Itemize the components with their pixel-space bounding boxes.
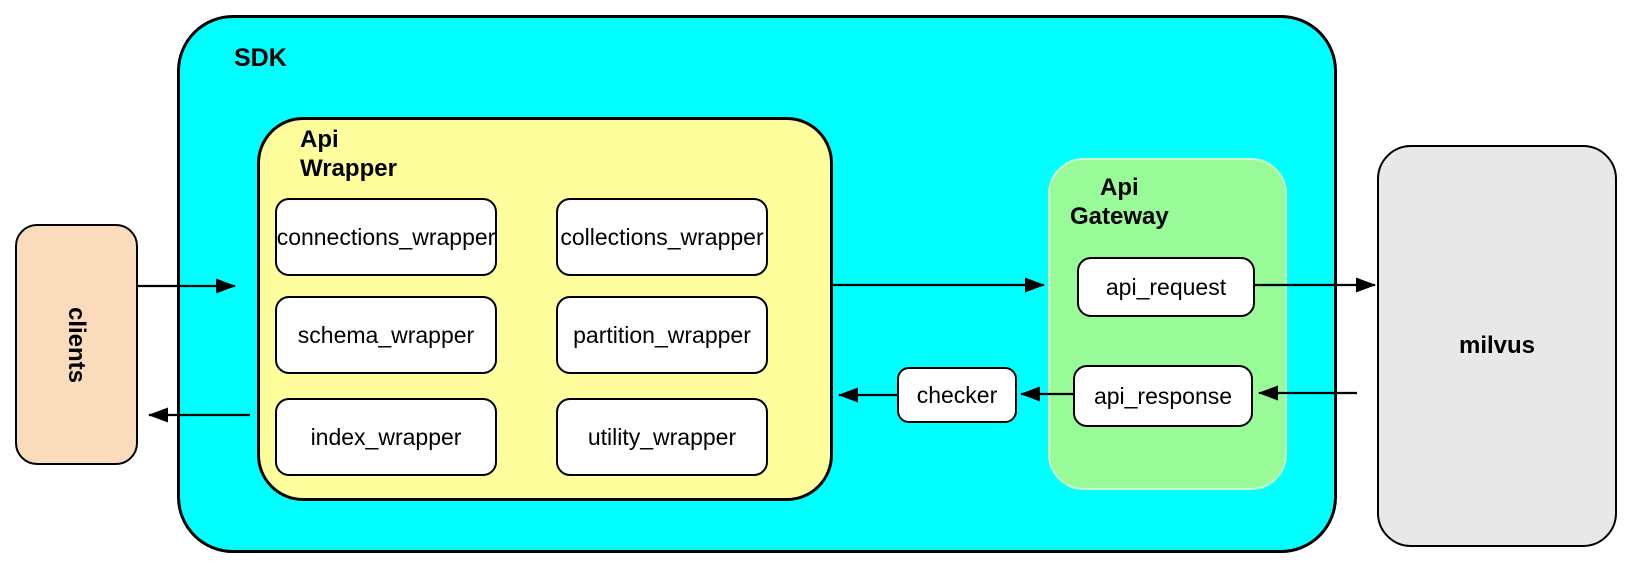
api-response-node: api_response: [1073, 365, 1253, 427]
clients-node: clients: [15, 224, 138, 465]
api-request-node: api_request: [1077, 257, 1255, 317]
api-wrapper-label: Api Wrapper: [300, 125, 397, 183]
clients-label: clients: [63, 306, 91, 383]
checker-node: checker: [897, 367, 1017, 423]
api-wrapper-label-line1: Api: [300, 126, 339, 153]
sdk-label: SDK: [234, 44, 287, 72]
milvus-node: milvus: [1377, 145, 1617, 547]
api-gateway-label: Api Gateway: [1070, 173, 1169, 231]
utility-wrapper-node: utility_wrapper: [556, 398, 768, 476]
collections-wrapper-node: collections_wrapper: [556, 198, 768, 276]
connections-wrapper-node: connections_wrapper: [275, 198, 497, 276]
schema-wrapper-node: schema_wrapper: [275, 296, 497, 374]
api-gateway-label-line2: Gateway: [1070, 203, 1169, 230]
index-wrapper-node: index_wrapper: [275, 398, 497, 476]
api-wrapper-label-line2: Wrapper: [300, 155, 397, 182]
milvus-label: milvus: [1458, 332, 1536, 359]
api-gateway-label-line1: Api: [1100, 174, 1139, 201]
api-gateway-container: Api Gateway: [1048, 158, 1287, 490]
partition-wrapper-node: partition_wrapper: [556, 296, 768, 374]
